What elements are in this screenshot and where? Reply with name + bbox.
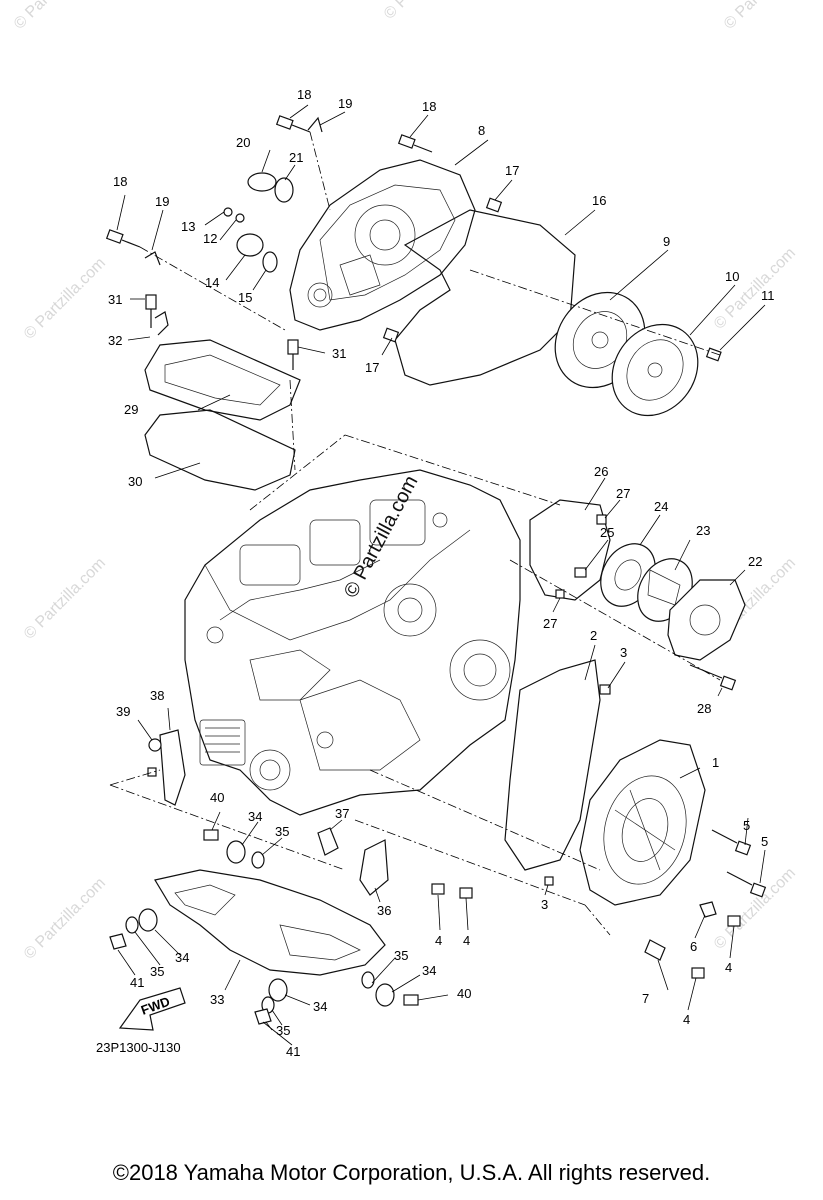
callout-23: 23 [696, 523, 710, 538]
callout-3: 3 [541, 897, 548, 912]
callout-15: 15 [238, 290, 252, 305]
callout-11: 11 [761, 288, 775, 303]
watermark: © Partzilla.com [21, 555, 109, 643]
callout-4: 4 [725, 960, 732, 975]
callout-22: 22 [748, 554, 762, 569]
callout-17: 17 [505, 163, 519, 178]
callout-40: 40 [457, 986, 471, 1001]
callout-27: 27 [543, 616, 557, 631]
breather-cover-gasket [144, 409, 296, 491]
callout-14: 14 [205, 275, 219, 290]
callout-4: 4 [683, 1012, 690, 1027]
callout-36: 36 [377, 903, 391, 918]
leader-lines [116, 104, 766, 1046]
callout-17: 17 [365, 360, 379, 375]
drawing-code: 23P1300-J130 [96, 1040, 181, 1055]
outer-cover [611, 323, 699, 417]
callout-32: 32 [108, 333, 122, 348]
callout-8: 8 [478, 123, 485, 138]
callout-18: 18 [113, 174, 127, 189]
watermark: © Partzilla.com [21, 255, 109, 343]
generator-cover [579, 739, 706, 906]
callout-34: 34 [175, 950, 189, 965]
callout-40: 40 [210, 790, 224, 805]
callout-34: 34 [313, 999, 327, 1014]
callout-4: 4 [463, 933, 470, 948]
callout-18: 18 [297, 87, 311, 102]
callout-10: 10 [725, 269, 739, 284]
callout-31: 31 [332, 346, 346, 361]
callouts: 1 2 3 3 4 4 4 4 5 5 6 7 8 9 10 11 12 13 … [108, 87, 775, 1059]
watermark: © Partzilla.com [711, 245, 799, 333]
breather-cover [144, 339, 301, 421]
callout-20: 20 [236, 135, 250, 150]
callout-37: 37 [335, 806, 349, 821]
skid-plate [154, 869, 386, 976]
exploded-parts-diagram: © Partzilla.com © Partzilla.com © Partzi… [11, 0, 809, 1059]
callout-25: 25 [600, 525, 614, 540]
callout-38: 38 [150, 688, 164, 703]
callout-26: 26 [594, 464, 608, 479]
watermark: © Partzilla.com [11, 0, 99, 33]
callout-35: 35 [394, 948, 408, 963]
callout-29: 29 [124, 402, 138, 417]
callout-24: 24 [654, 499, 668, 514]
callout-41: 41 [286, 1044, 300, 1059]
callout-19: 19 [338, 96, 352, 111]
callout-12: 12 [203, 231, 217, 246]
callout-9: 9 [663, 234, 670, 249]
callout-27: 27 [616, 486, 630, 501]
bracket [159, 729, 186, 806]
callout-3: 3 [620, 645, 627, 660]
callout-2: 2 [590, 628, 597, 643]
callout-18: 18 [422, 99, 436, 114]
callout-31: 31 [108, 292, 122, 307]
watermark: © Partzilla.com [21, 875, 109, 963]
pickup-cover-gasket [529, 499, 611, 601]
callout-41: 41 [130, 975, 144, 990]
callout-13: 13 [181, 219, 195, 234]
sensor [317, 827, 339, 856]
callout-35: 35 [275, 824, 289, 839]
callout-28: 28 [697, 701, 711, 716]
callout-4: 4 [435, 933, 442, 948]
callout-6: 6 [690, 939, 697, 954]
callout-35: 35 [276, 1023, 290, 1038]
callout-16: 16 [592, 193, 606, 208]
clutch-cover [289, 159, 476, 331]
callout-33: 33 [210, 992, 224, 1007]
fwd-label: FWD [139, 994, 172, 1018]
watermark: © Partzilla.com [721, 0, 809, 33]
callout-39: 39 [116, 704, 130, 719]
clutch-cover-gasket [394, 209, 576, 386]
callout-1: 1 [712, 755, 719, 770]
callout-19: 19 [155, 194, 169, 209]
copyright-notice: ©2018 Yamaha Motor Corporation, U.S.A. A… [112, 1160, 711, 1185]
crankcase [184, 469, 521, 816]
pickup-cover [667, 579, 746, 661]
callout-21: 21 [289, 150, 303, 165]
sensor-bracket [359, 839, 389, 896]
callout-35: 35 [150, 964, 164, 979]
generator-cover-gasket [504, 659, 601, 871]
callout-30: 30 [128, 474, 142, 489]
watermark: © Partzilla.com [381, 0, 469, 23]
callout-5: 5 [743, 818, 750, 833]
fwd-arrow: FWD [118, 987, 186, 1031]
callout-7: 7 [642, 991, 649, 1006]
callout-34: 34 [248, 809, 262, 824]
callout-34: 34 [422, 963, 436, 978]
callout-5: 5 [761, 834, 768, 849]
watermark: © Partzilla.com [711, 865, 799, 953]
